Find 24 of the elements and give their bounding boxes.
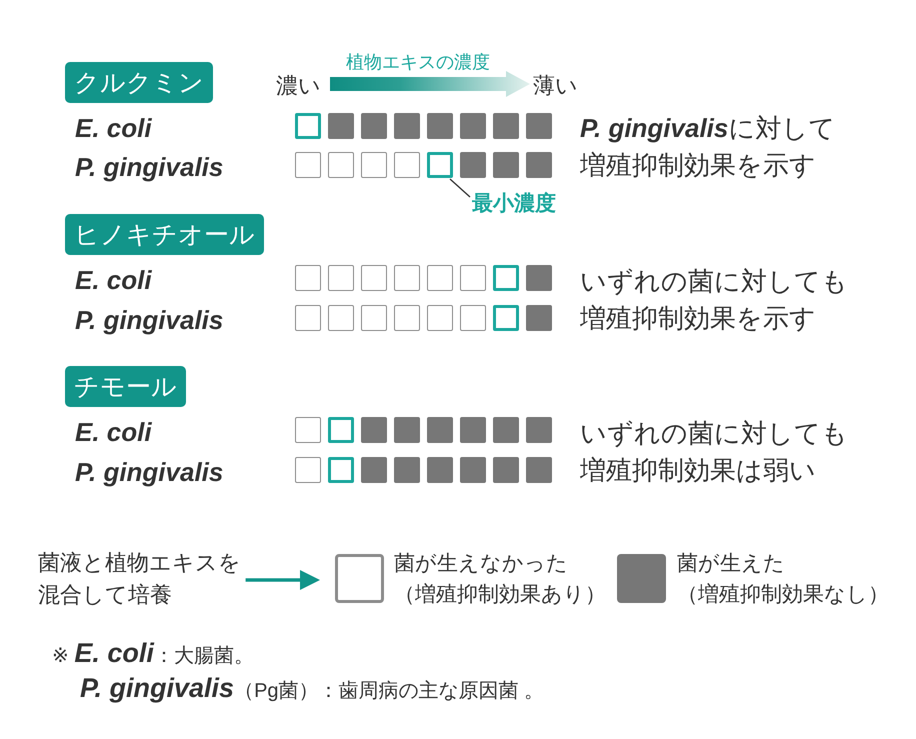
result-description: P. gingivalisに対して増殖抑制効果を示す	[580, 112, 836, 182]
legend-text: 菌が生えなかった（増殖抑制効果あり）	[394, 551, 606, 608]
bacteria-name: P. gingivalis	[75, 305, 224, 335]
bacteria-name: E. coli	[75, 417, 152, 447]
bacteria-name: E. coli	[75, 265, 152, 295]
highlighted-square-icon	[427, 152, 453, 178]
result-description: いずれの菌に対しても増殖抑制効果を示す	[580, 265, 849, 335]
bacteria-name: P. gingivalis	[75, 152, 224, 182]
compound-name-tag: チモール	[65, 366, 186, 407]
arrow-caption: 植物エキスの濃度	[346, 51, 490, 74]
bacteria-name: E. coli	[75, 113, 152, 143]
compound-name-tag: クルクミン	[65, 62, 213, 103]
callout-label: 最小濃度	[472, 191, 556, 217]
arrow	[246, 570, 320, 590]
compound-name-tag: ヒノキチオール	[65, 214, 264, 255]
procedure-text: 菌液と植物エキスを混合して培養	[38, 547, 243, 611]
result-description: いずれの菌に対しても増殖抑制効果は弱い	[580, 417, 849, 487]
scale-end-label: 薄い	[533, 72, 578, 100]
footnote: ※ E. coli：大腸菌。	[52, 637, 254, 670]
legend-text: 菌が生えた（増殖抑制効果なし）	[677, 551, 890, 608]
bacteria-name: P. gingivalis	[75, 457, 224, 487]
leader-line	[450, 178, 470, 198]
scale-end-label: 濃い	[276, 72, 321, 100]
footnote: P. gingivalis（Pg菌）：歯周病の主な原因菌 。	[80, 672, 544, 705]
